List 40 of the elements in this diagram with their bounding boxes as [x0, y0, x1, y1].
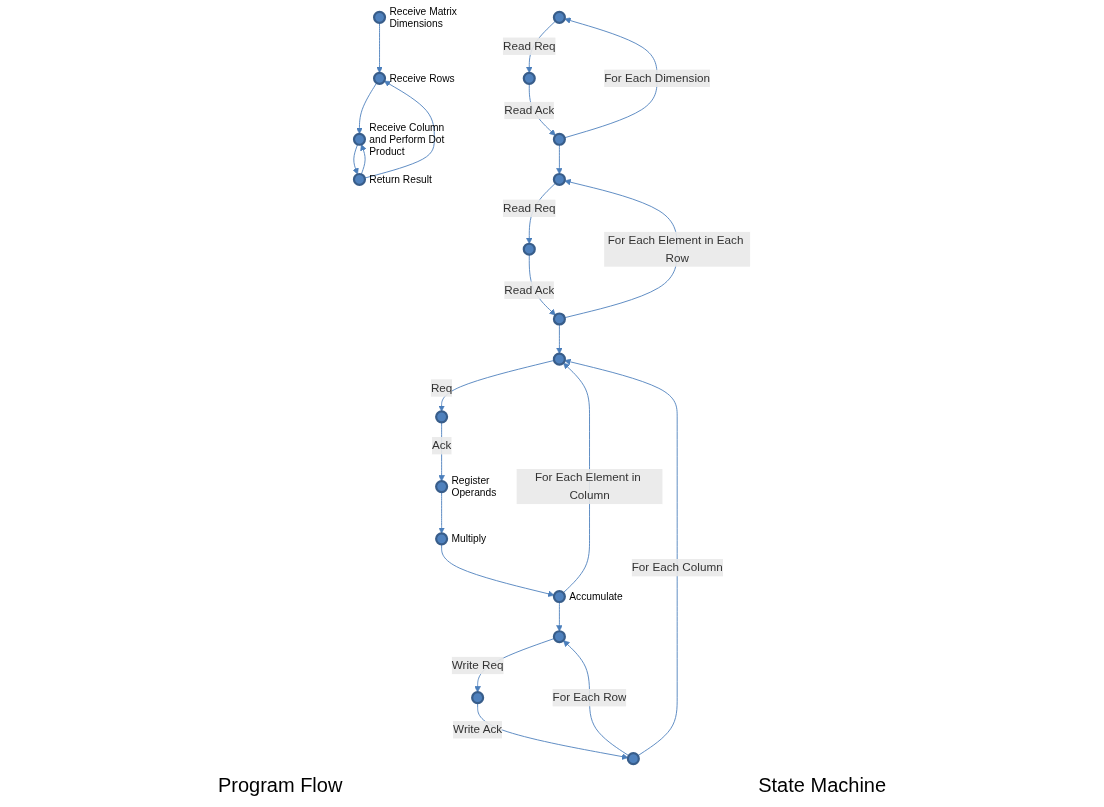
- section-caption: State Machine: [758, 774, 887, 797]
- node-circle: [352, 132, 367, 146]
- edge-label: Req: [430, 381, 453, 394]
- node-circle: [552, 352, 566, 366]
- edge-label: Ack: [431, 439, 452, 452]
- edge-label: For Each Element in Column: [534, 471, 641, 502]
- node-circle: [552, 312, 566, 326]
- node-circle: [552, 10, 566, 24]
- node-circle: [435, 532, 449, 546]
- state-caption: Receive Column and Perform Dot Product: [369, 122, 445, 157]
- edge-label: Write Req: [451, 658, 504, 672]
- node-circle: [522, 71, 536, 85]
- edge-label: For Each Row: [552, 691, 627, 704]
- edge-label: For Each Column: [631, 561, 723, 574]
- node-circle: [626, 752, 640, 766]
- node-circle: [471, 691, 485, 705]
- node-circle: [372, 71, 387, 85]
- edge-label: Read Ack: [504, 283, 555, 296]
- state-caption: Return Result: [369, 174, 432, 186]
- edge-label: Write Ack: [453, 723, 503, 736]
- edge-label: Read Req: [502, 201, 556, 215]
- state-caption: Receive Rows: [389, 72, 455, 84]
- node-circle: [435, 410, 449, 424]
- state-caption: Accumulate: [569, 591, 623, 603]
- edge-label: For Each Element in Each Row: [607, 233, 744, 264]
- node-circle: [435, 480, 449, 494]
- edge-label: Read Req: [502, 39, 556, 53]
- state-caption: Register Operands: [451, 475, 497, 499]
- edge-label: Read Ack: [504, 103, 555, 117]
- state-caption: Multiply: [451, 533, 487, 545]
- section-caption: Program Flow: [217, 774, 343, 797]
- node-circle: [522, 242, 536, 256]
- node-circle: [552, 172, 566, 187]
- node-circle: [552, 630, 566, 644]
- edge-label: For Each Dimension: [604, 71, 711, 85]
- node-circle: [552, 589, 566, 604]
- state-caption: Receive Matrix Dimensions: [389, 6, 457, 29]
- node-circle: [552, 132, 566, 146]
- node-circle: [352, 172, 367, 187]
- node-circle: [372, 10, 387, 24]
